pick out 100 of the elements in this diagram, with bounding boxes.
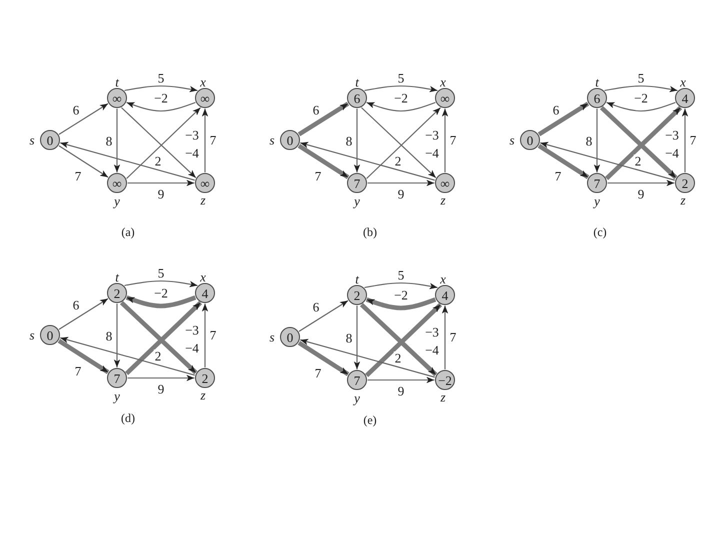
highlighted-arrow-up-right: [298, 102, 350, 136]
edge-label: 7: [314, 170, 322, 182]
panel-caption: (b): [363, 226, 377, 238]
arrow-right: [128, 374, 194, 382]
edge-label: 9: [636, 188, 646, 200]
vertex-circle: ∞: [435, 88, 455, 108]
edge-label: 6: [72, 298, 80, 312]
arrow-down: [354, 306, 360, 370]
arrow-right: [128, 180, 194, 186]
vertex-name: z: [680, 194, 686, 206]
arrow-up: [202, 304, 208, 368]
vertex-circle: 6: [587, 88, 607, 108]
edge-label: 5: [396, 72, 406, 84]
edge-label: 2: [394, 352, 402, 364]
vertex-circle: 6: [347, 88, 367, 108]
vertex-circle: 7: [587, 173, 607, 193]
vertex-name: t: [355, 76, 359, 88]
vertex-name: s: [29, 328, 35, 342]
edge-label: −2: [153, 286, 169, 300]
vertex-name: z: [200, 194, 206, 206]
curved-arrow: [126, 102, 196, 112]
vertex-name: y: [354, 194, 360, 208]
curved-arrow: [124, 280, 198, 288]
edge-label: 5: [156, 72, 166, 84]
edge-label: −3: [424, 326, 440, 338]
vertex-circle: 2: [107, 283, 127, 303]
edge-label: −4: [424, 344, 440, 356]
edge-label: 6: [312, 300, 320, 314]
curved-highlighted-arrow: [126, 295, 196, 308]
vertex-name: y: [114, 390, 120, 402]
edge-label: 8: [584, 134, 594, 147]
edge-label: 6: [312, 104, 320, 116]
vertex-name: y: [594, 194, 600, 208]
edge-label: 9: [156, 382, 166, 396]
curved-highlighted-arrow: [366, 297, 436, 310]
vertex-circle: 4: [675, 88, 695, 108]
edge-label: 9: [396, 384, 406, 398]
edge-label: −4: [424, 146, 440, 160]
arrow-up-left: [60, 142, 195, 181]
edge-label: 7: [314, 366, 322, 380]
arrow-up: [442, 306, 448, 370]
vertex-name: x: [440, 272, 446, 286]
edge-label: 9: [156, 188, 166, 200]
vertex-name: z: [200, 388, 206, 402]
edge-label: 2: [154, 154, 162, 168]
panel-caption: (e): [363, 414, 377, 426]
arrow-up-right: [58, 298, 108, 330]
vertex-circle: ∞: [435, 173, 455, 193]
curved-arrow: [366, 102, 436, 112]
panel-caption: (d): [121, 412, 135, 424]
edge-label: 2: [154, 350, 162, 362]
edge-label: 2: [634, 154, 642, 168]
arrow-right: [368, 180, 434, 186]
arrow-up-right: [58, 103, 108, 135]
arrow-down: [114, 304, 120, 368]
vertex-name: s: [509, 134, 515, 146]
vertex-circle: 4: [195, 283, 215, 303]
vertex-circle: 7: [107, 368, 127, 388]
vertex-circle: ∞: [195, 88, 215, 108]
edge-label: 7: [448, 134, 458, 146]
arrow-right: [368, 376, 434, 384]
vertex-circle: 7: [347, 173, 367, 193]
edge-label: −2: [153, 92, 169, 104]
vertex-name: x: [200, 76, 206, 88]
edge-label: 7: [554, 170, 562, 182]
arrow-up-right: [298, 300, 348, 332]
vertex-name: t: [595, 76, 599, 88]
highlighted-arrow-down-right: [298, 144, 350, 180]
vertex-name: s: [269, 330, 275, 344]
edge-label: 6: [552, 104, 560, 116]
edge-label: −3: [664, 128, 680, 142]
edge-label: −4: [184, 342, 200, 354]
vertex-name: t: [115, 76, 119, 88]
vertex-name: x: [200, 270, 206, 284]
vertex-circle: −2: [435, 370, 455, 390]
arrow-down-right: [58, 145, 108, 178]
edge-label: 8: [344, 331, 354, 344]
vertex-circle: 0: [280, 327, 300, 347]
edge-label: 7: [74, 170, 82, 182]
arrow-up-left: [60, 336, 195, 376]
edge-label: 8: [344, 134, 354, 147]
vertex-name: y: [354, 392, 360, 404]
curved-arrow: [124, 85, 198, 92]
highlighted-arrow-down-right: [298, 340, 350, 376]
edge-label: 8: [104, 134, 114, 147]
edge-label: −2: [393, 92, 409, 104]
vertex-circle: ∞: [107, 173, 127, 193]
arrow-up: [682, 108, 688, 172]
vertex-name: s: [29, 134, 35, 146]
edge-label: 7: [208, 134, 218, 146]
edge-label: −3: [184, 324, 200, 336]
vertex-circle: 7: [347, 370, 367, 390]
vertex-name: z: [440, 390, 446, 404]
arrow-up-left: [300, 338, 435, 378]
panel-caption: (a): [121, 226, 135, 238]
panel-caption: (c): [593, 226, 607, 238]
vertex-circle: 0: [520, 130, 540, 150]
highlighted-arrow-up-right: [538, 102, 590, 136]
edge-label: −2: [633, 92, 649, 104]
arrow-right: [608, 180, 674, 186]
